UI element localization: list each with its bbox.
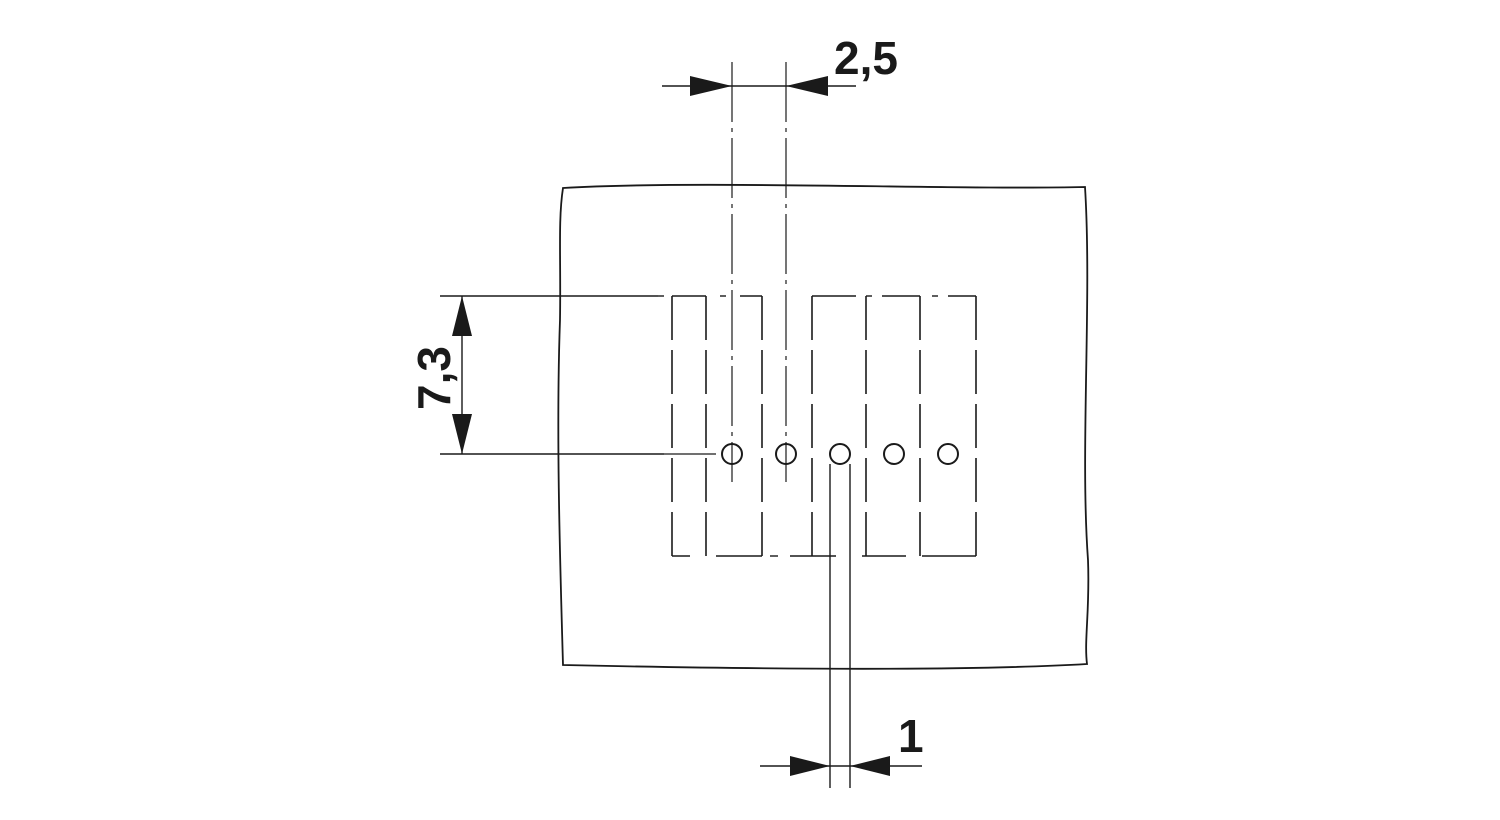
pcb-board-outline — [557, 183, 1090, 670]
hole-diameter-dimension: 1 — [760, 464, 924, 788]
row-offset-dimension: 7,3 — [408, 295, 664, 455]
drill-hole — [829, 443, 851, 465]
drill-hole — [775, 443, 797, 465]
pitch-dimension: 2,5 — [662, 32, 898, 96]
row-offset-dimension-label: 7,3 — [408, 346, 460, 410]
drill-holes — [721, 443, 959, 465]
pitch-dimension-label: 2,5 — [834, 32, 898, 84]
hole-diameter-dimension-label: 1 — [898, 710, 924, 762]
drill-hole — [721, 443, 743, 465]
component-footprint — [658, 295, 977, 557]
drill-hole — [883, 443, 905, 465]
drill-hole — [937, 443, 959, 465]
